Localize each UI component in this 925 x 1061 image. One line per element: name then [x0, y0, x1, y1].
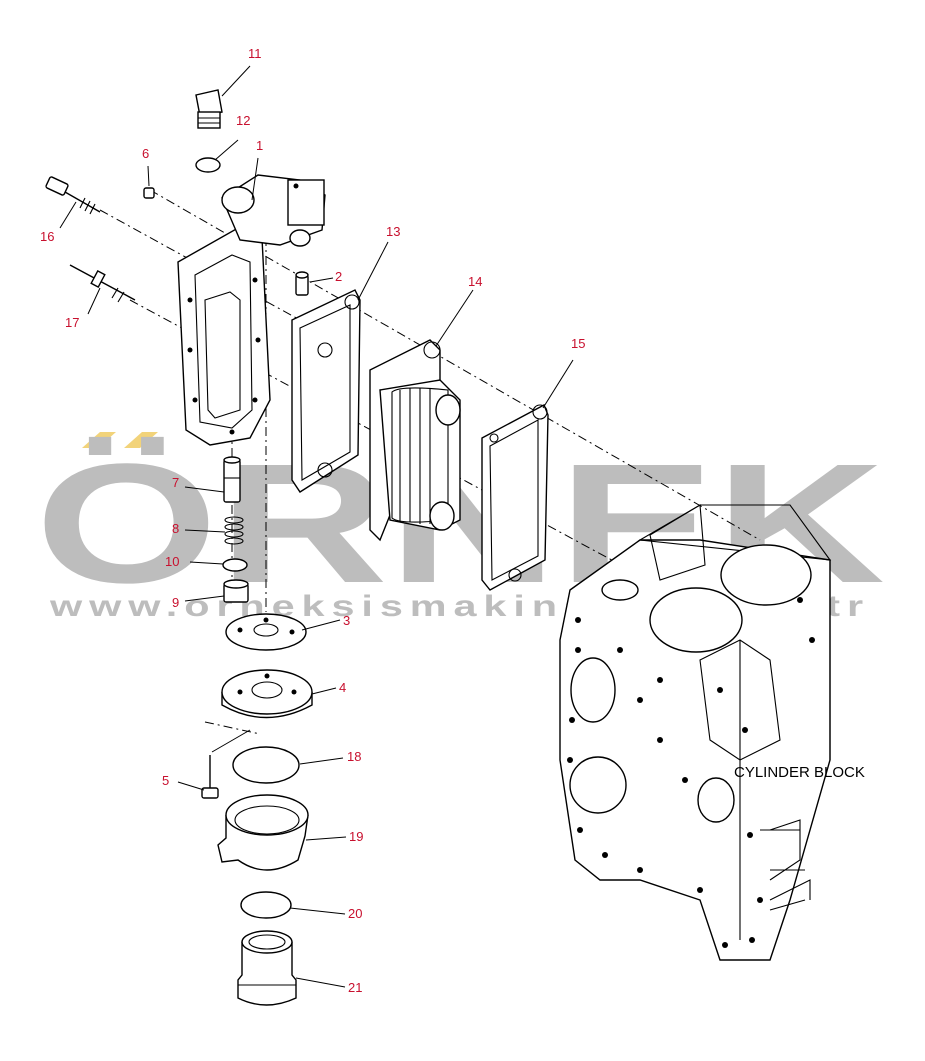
- part-7-valve: [223, 456, 241, 503]
- callout-2: 2: [335, 269, 342, 284]
- callout-12: 12: [236, 113, 250, 128]
- part-16-bolt: [45, 176, 101, 215]
- callout-16: 16: [40, 229, 54, 244]
- part-9-plug: [223, 579, 249, 603]
- part-2-plug: [295, 271, 309, 296]
- part-6-plug: [143, 187, 155, 199]
- watermark-accent-right: [124, 432, 158, 448]
- part-8-spring: [224, 516, 244, 545]
- callout-15: 15: [571, 336, 585, 351]
- cylinder-block-label: CYLINDER BLOCK: [734, 764, 865, 781]
- part-11-relief-valve: [195, 89, 223, 129]
- callout-18: 18: [347, 749, 361, 764]
- callout-4: 4: [339, 680, 346, 695]
- callout-20: 20: [348, 906, 362, 921]
- part-18-o-ring: [232, 746, 300, 784]
- part-19-housing: [217, 794, 309, 871]
- callout-17: 17: [65, 315, 79, 330]
- callout-9: 9: [172, 595, 179, 610]
- callout-6: 6: [142, 146, 149, 161]
- callouts: 11 12 1 6 2 16 17 13 14 15 7 8 10 9 3 4 …: [40, 46, 585, 995]
- part-20-o-ring: [240, 891, 292, 919]
- callout-5: 5: [162, 773, 169, 788]
- part-12-o-ring: [195, 157, 221, 173]
- part-14-oil-cooler: [369, 339, 461, 542]
- part-15-gasket: [481, 404, 549, 591]
- callout-8: 8: [172, 521, 179, 536]
- part-13-gasket: [291, 289, 361, 493]
- callout-11: 11: [248, 46, 262, 61]
- part-1-housing: [177, 174, 326, 446]
- callout-14: 14: [468, 274, 482, 289]
- leader-lines: [59, 65, 574, 988]
- callout-21: 21: [348, 980, 362, 995]
- part-10-o-ring: [222, 558, 248, 572]
- part-3-plate: [225, 613, 307, 651]
- part-21-sleeve: [237, 930, 297, 1006]
- part-5-bolt: [201, 755, 219, 799]
- callout-1: 1: [256, 138, 263, 153]
- part-4-flange: [221, 669, 313, 719]
- cylinder-block: [559, 504, 832, 961]
- callout-13: 13: [386, 224, 400, 239]
- callout-7: 7: [172, 475, 179, 490]
- part-17-stud: [69, 264, 136, 303]
- callout-3: 3: [343, 613, 350, 628]
- watermark-accent-left: [82, 432, 116, 448]
- callout-10: 10: [165, 554, 179, 569]
- callout-19: 19: [349, 829, 363, 844]
